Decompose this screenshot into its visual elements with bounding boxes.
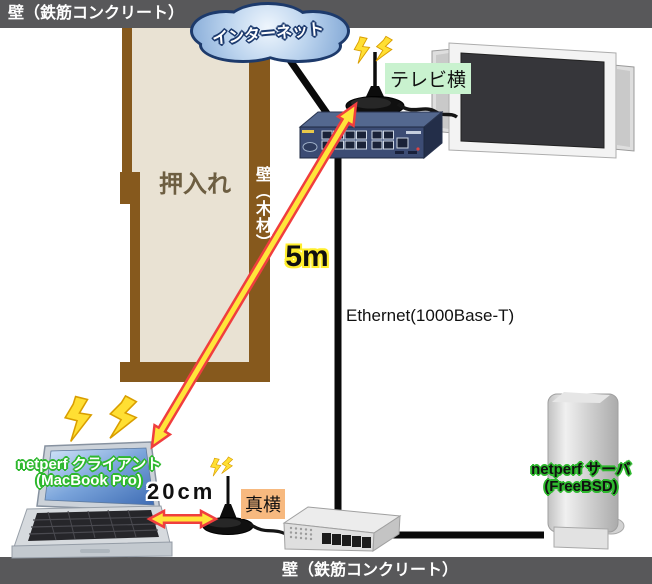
lightning-bolt-icon (352, 35, 373, 65)
server-label: netperf サーバ (FreeBSD) (501, 461, 652, 495)
closet-interior (131, 28, 249, 362)
wood-wall-right (249, 28, 270, 382)
tv-icon (431, 42, 635, 159)
closet-wall-left-lower (130, 204, 140, 362)
lightning-bolt-icon (62, 394, 95, 443)
beside-label: 真横 (241, 489, 285, 519)
tv-side-antenna-icon (345, 34, 459, 119)
lightning-bolt-icon (373, 34, 395, 64)
top-wall-label: 壁（鉄筋コンクリート） (8, 5, 185, 22)
client-name: netperf クライアント (16, 456, 162, 473)
lightning-bolt-icon (209, 457, 223, 477)
ethernet-label: Ethernet(1000Base-T) (346, 306, 515, 325)
distance-20cm-label: 20cm (147, 479, 216, 504)
wifi-router-icon (298, 110, 444, 160)
client-model: (MacBook Pro) (36, 471, 142, 489)
server-tower-icon (547, 392, 625, 550)
server-os: (FreeBSD) (544, 477, 618, 495)
client-laptop-icon (11, 393, 173, 559)
ethernet-cable-lines (284, 53, 544, 539)
client-label: netperf クライアント (MacBook Pro) (5, 457, 173, 489)
wood-wall-label: 壁（木材） (253, 166, 270, 251)
wireless-5m-arrow (150, 101, 358, 450)
lightning-bolt-icon (106, 393, 140, 443)
distance-5m-label: 5m (285, 240, 329, 273)
internet-cloud-icon (190, 2, 350, 63)
antenna-cable (249, 522, 290, 538)
closet-label: 押入れ (159, 171, 231, 198)
lightning-bolt-icon (220, 455, 235, 476)
antenna-20cm-arrow (146, 508, 219, 530)
closet-wall-left-step (120, 172, 140, 204)
server-name: netperf サーバ (531, 461, 631, 478)
bottom-wall-label: 壁（鉄筋コンクリート） (281, 562, 458, 579)
closet-wall-left-upper (122, 28, 132, 204)
internet-to-router-line (284, 53, 336, 125)
ethernet-switch-icon (282, 506, 402, 552)
bottom-concrete-wall: 壁（鉄筋コンクリート） (0, 557, 652, 584)
tv-side-label: テレビ横 (385, 63, 472, 94)
